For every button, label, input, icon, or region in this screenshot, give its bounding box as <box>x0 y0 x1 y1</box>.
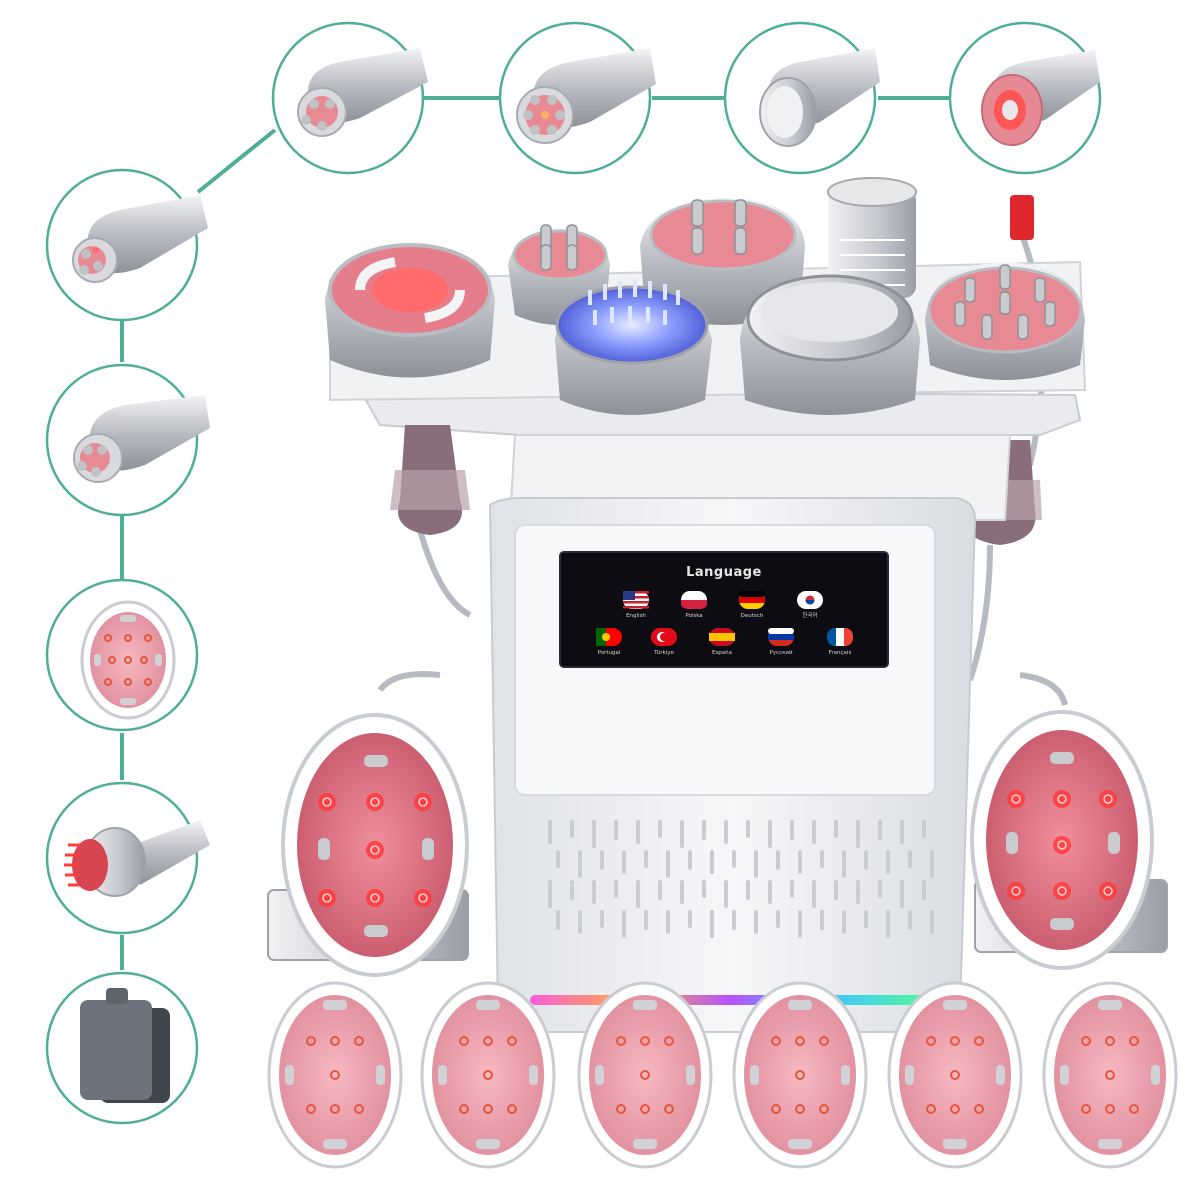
red-light-brush-icon <box>64 820 210 897</box>
poland-flag-icon <box>681 591 707 609</box>
language-option-spain[interactable]: España <box>709 628 735 656</box>
language-option-turkey[interactable]: Türkiye <box>651 628 677 656</box>
rf-handle-medium-icon <box>73 395 210 483</box>
machine-body <box>488 434 1012 1033</box>
portugal-flag-icon <box>596 628 622 646</box>
touch-screen[interactable]: Language <box>559 551 889 668</box>
russia-flag-icon <box>768 628 794 646</box>
rf-handle-small-icon <box>72 195 208 283</box>
large-lipo-pad-right <box>970 710 1168 970</box>
language-option-germany[interactable]: Deutsch <box>739 591 765 619</box>
ventilation-grille <box>548 820 934 938</box>
language-option-poland[interactable]: Polska <box>681 591 707 619</box>
language-option-france[interactable]: Français <box>827 628 853 656</box>
lipo-pad-icon <box>80 600 176 720</box>
language-label: Türkiye <box>653 650 674 656</box>
language-option-russia[interactable]: Русский <box>768 628 794 656</box>
cavitation-cylinder <box>827 177 1034 298</box>
language-option-korea[interactable]: 한국어 <box>797 591 823 619</box>
cavitation-flat-handle-icon <box>759 48 880 147</box>
ems-electrode-pads-icon <box>80 988 170 1103</box>
turkey-flag-icon <box>651 628 677 646</box>
lipo-pad <box>732 981 868 1169</box>
spain-flag-icon <box>709 628 735 646</box>
lipo-pad <box>267 981 403 1169</box>
cavitation-flat-head <box>740 274 920 415</box>
language-label: English <box>626 613 646 619</box>
language-label: Русский <box>769 649 793 656</box>
connector-lines <box>120 96 950 970</box>
germany-flag-icon <box>739 591 765 609</box>
language-option-us[interactable]: English <box>623 591 649 619</box>
language-label: España <box>712 650 732 656</box>
france-flag-icon <box>827 628 853 646</box>
blue-light-brush-head <box>555 280 712 415</box>
lipo-pad <box>577 981 713 1169</box>
korea-flag-icon <box>797 591 823 609</box>
rf-handle-sixpolar-icon <box>516 48 656 144</box>
language-option-portugal[interactable]: Portugal <box>596 628 622 656</box>
screen-title: Language <box>686 565 762 580</box>
rf-head-sixpolar <box>925 262 1085 380</box>
rf-handle-tripolar-icon <box>297 48 428 137</box>
vacuum-head <box>325 243 495 378</box>
large-lipo-pad-left <box>267 713 469 977</box>
lipo-pad <box>420 981 556 1169</box>
led-strip <box>530 995 930 1005</box>
bottom-pad-row <box>267 981 1178 1169</box>
language-label: Deutsch <box>741 613 764 619</box>
language-label: Français <box>829 650 852 656</box>
language-label: Portugal <box>598 650 621 656</box>
us-flag-icon <box>623 591 649 609</box>
lipo-pad <box>887 981 1023 1169</box>
language-label: 한국어 <box>802 611 817 619</box>
vacuum-cup-handle-icon <box>981 50 1100 146</box>
lipo-pad <box>1042 981 1178 1169</box>
language-label: Polska <box>685 613 702 619</box>
language-grid: English Polska Deutsch 한국어 Portugal Türkiye Es… <box>596 591 853 656</box>
